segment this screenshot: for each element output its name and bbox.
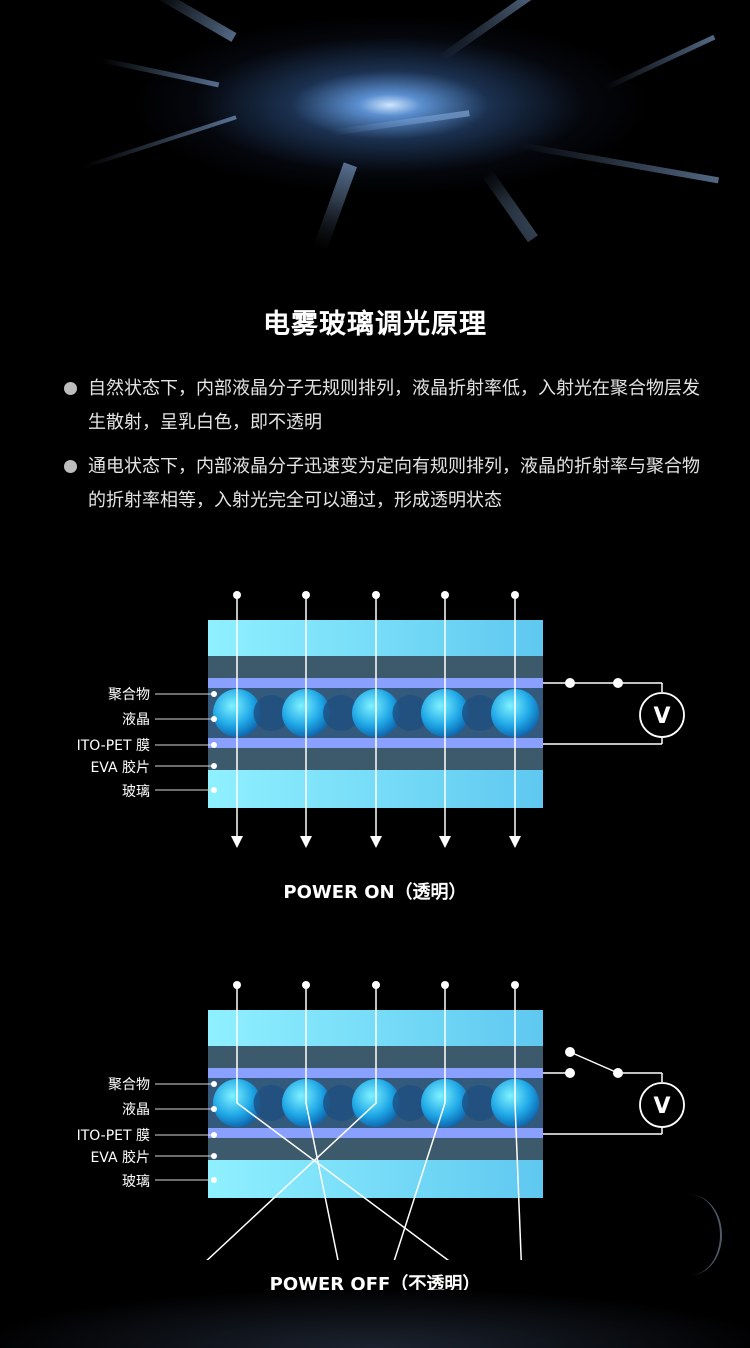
description-list: 自然状态下，内部液晶分子无规则排列，液晶折射率低，入射光在聚合物层发生散射，呈乳…	[64, 372, 704, 528]
layer-label-eva: EVA 胶片	[90, 760, 150, 776]
planet-edge-decoration	[660, 1195, 722, 1275]
liquid-crystal-gap	[253, 1085, 290, 1121]
liquid-crystal-gap	[323, 1085, 359, 1121]
switch-terminal	[565, 1047, 575, 1057]
scattered-light-ray	[236, 985, 450, 1260]
power-off-diagram: V 聚合物 液晶 ITO-PET 膜 EVA 胶片 玻璃 POWER OFF（不…	[0, 970, 750, 1300]
scattered-light-ray	[393, 985, 446, 1260]
liquid-crystal-gap	[323, 695, 359, 731]
bullet-dot-icon	[64, 382, 77, 395]
label-leader-dot	[211, 787, 217, 793]
label-leader-dot	[211, 763, 217, 769]
label-leader-dot	[211, 691, 217, 697]
ito-layer-bottom	[208, 1128, 543, 1138]
liquid-crystal-gap	[392, 695, 429, 731]
hero-space-background	[0, 0, 750, 290]
layer-label-polymer: 聚合物	[108, 1077, 150, 1093]
power-on-caption: POWER ON（透明）	[283, 882, 467, 903]
power-off-caption: POWER OFF（不透明）	[269, 1274, 481, 1295]
voltmeter-label: V	[653, 1094, 670, 1119]
liquid-crystal-gap	[253, 695, 290, 731]
label-leader-dot	[211, 742, 217, 748]
switch-terminal	[565, 1068, 575, 1078]
bottom-glow	[0, 1290, 750, 1348]
label-leader-dot	[211, 716, 217, 722]
bullet-dot-icon	[64, 460, 77, 473]
description-text: 自然状态下，内部液晶分子无规则排列，液晶折射率低，入射光在聚合物层发生散射，呈乳…	[88, 378, 700, 433]
eva-layer-bottom	[208, 1138, 543, 1160]
label-leader-dot	[211, 1132, 217, 1138]
power-on-diagram: V 聚合物 液晶 ITO-PET 膜 EVA 胶片 玻璃 POWER ON（透明…	[0, 580, 750, 910]
label-leader-dot	[211, 1153, 217, 1159]
layer-label-glass: 玻璃	[122, 784, 150, 800]
glass-layer-bottom	[208, 1160, 543, 1198]
label-leader-dot	[211, 1081, 217, 1087]
layer-label-glass: 玻璃	[122, 1174, 150, 1190]
scattered-light-ray	[206, 985, 377, 1260]
label-leader-dot	[211, 1177, 217, 1183]
layer-label-ito-pet: ITO-PET 膜	[76, 738, 150, 754]
layer-label-polymer: 聚合物	[108, 687, 150, 703]
liquid-crystal-gap	[392, 1085, 429, 1121]
power-on-layers-svg: V	[155, 591, 685, 848]
scattered-light-ray	[305, 985, 339, 1260]
voltmeter-label: V	[653, 704, 670, 729]
label-leader-dot	[211, 1106, 217, 1112]
description-item: 通电状态下，内部液晶分子迅速变为定向有规则排列，液晶的折射率与聚合物的折射率相等…	[64, 450, 704, 518]
liquid-crystal-gap	[462, 695, 498, 731]
description-item: 自然状态下，内部液晶分子无规则排列，液晶折射率低，入射光在聚合物层发生散射，呈乳…	[64, 372, 704, 440]
voltmeter-icon	[639, 1082, 685, 1128]
layer-label-liquid-crystal: 液晶	[122, 1102, 150, 1118]
page-title: 电雾玻璃调光原理	[263, 309, 487, 340]
description-text: 通电状态下，内部液晶分子迅速变为定向有规则排列，液晶的折射率与聚合物的折射率相等…	[88, 456, 700, 511]
liquid-crystal-gap	[462, 1085, 498, 1121]
switch-open	[569, 1051, 619, 1074]
layer-label-eva: EVA 胶片	[90, 1150, 150, 1166]
scattered-light-ray	[514, 985, 522, 1260]
power-off-layers-svg: V	[155, 981, 685, 1260]
layer-label-liquid-crystal: 液晶	[122, 712, 150, 728]
voltmeter-icon	[639, 692, 685, 738]
layer-label-ito-pet: ITO-PET 膜	[76, 1128, 150, 1144]
